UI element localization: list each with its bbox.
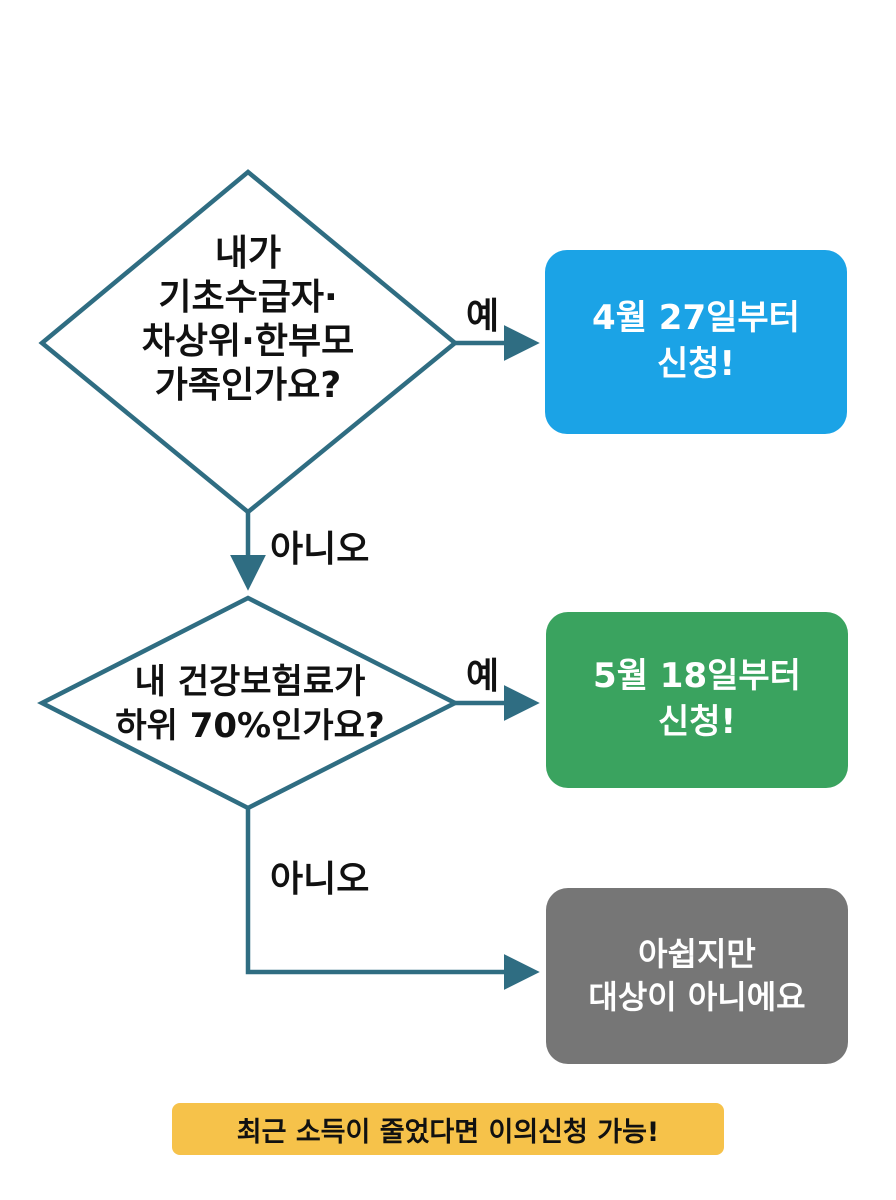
edge-label-no-1: 아니오: [270, 529, 370, 570]
result-box-apr-27: 4월 27일부터 신청!: [545, 250, 847, 434]
result-box-may-18: 5월 18일부터 신청!: [546, 612, 848, 788]
decision-1-text: 내가 기초수급자· 차상위·한부모 가족인가요?: [141, 233, 355, 406]
edge-label-yes-2: 예: [466, 656, 500, 697]
edge-label-yes-1: 예: [466, 296, 500, 337]
appeal-note: 최근 소득이 줄었다면 이의신청 가능!: [172, 1103, 724, 1155]
edge-label-no-2: 아니오: [270, 859, 370, 900]
arrow-no-2: [245, 808, 540, 990]
decision-2-text: 내 건강보험료가 하위 70%인가요?: [115, 662, 385, 747]
result-box-not-eligible: 아쉽지만 대상이 아니에요: [546, 888, 848, 1064]
